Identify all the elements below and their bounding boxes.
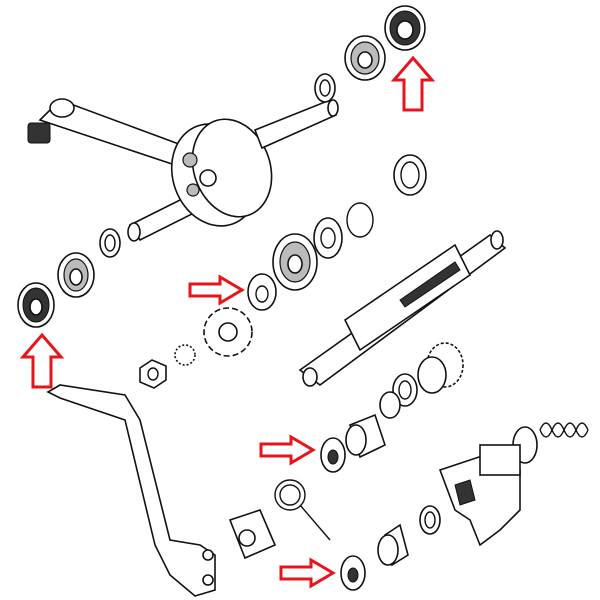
crank-web-hole (186, 183, 200, 197)
crank-web-right (191, 118, 273, 218)
kickstart-lever (46, 384, 216, 597)
kickstart-shaft-bushing-upper (320, 437, 346, 473)
spring (539, 422, 589, 438)
main-shaft (298, 230, 507, 387)
crank-stub-right-end (327, 99, 339, 117)
kickstart-shaft-bushing-lower (340, 555, 366, 591)
highlight-arrows (19, 55, 436, 589)
bearing-top-middle (344, 35, 386, 81)
gear-selector (438, 444, 521, 547)
lock-washer (174, 344, 196, 366)
torsion-spring (274, 479, 331, 541)
nut (139, 359, 167, 389)
bushing-upper-long (345, 413, 386, 459)
arrow-right-icon (279, 557, 336, 589)
bearing-center-large (272, 233, 318, 291)
kickstart-gear (417, 342, 464, 394)
washer-large (393, 154, 427, 196)
arrow-up-icon (19, 332, 65, 389)
washer-left (99, 228, 121, 258)
crank-stub-right (253, 98, 338, 150)
circlip (346, 202, 374, 238)
sprocket (203, 307, 253, 357)
bearing-top-right (384, 5, 426, 51)
bearing-center (247, 273, 277, 311)
bearing-left-middle (57, 252, 95, 298)
washer-k2 (379, 391, 401, 419)
bearing-left (17, 282, 55, 328)
washer-k3 (419, 505, 441, 535)
crank-stub-left-end (127, 222, 141, 242)
arrow-up-icon (390, 55, 436, 112)
arrow-right-icon (259, 434, 316, 466)
washer-top (314, 73, 336, 103)
needle-bearing (27, 122, 51, 144)
kickstart-clamp (228, 509, 277, 560)
crankshaft (27, 98, 339, 242)
crank-web-hole (182, 152, 198, 168)
crank-pin (199, 169, 217, 187)
connecting-rod-eye (49, 98, 75, 118)
arrow-right-icon (188, 274, 245, 306)
washer-mid (313, 217, 343, 259)
bushing-lower-long (377, 523, 409, 567)
